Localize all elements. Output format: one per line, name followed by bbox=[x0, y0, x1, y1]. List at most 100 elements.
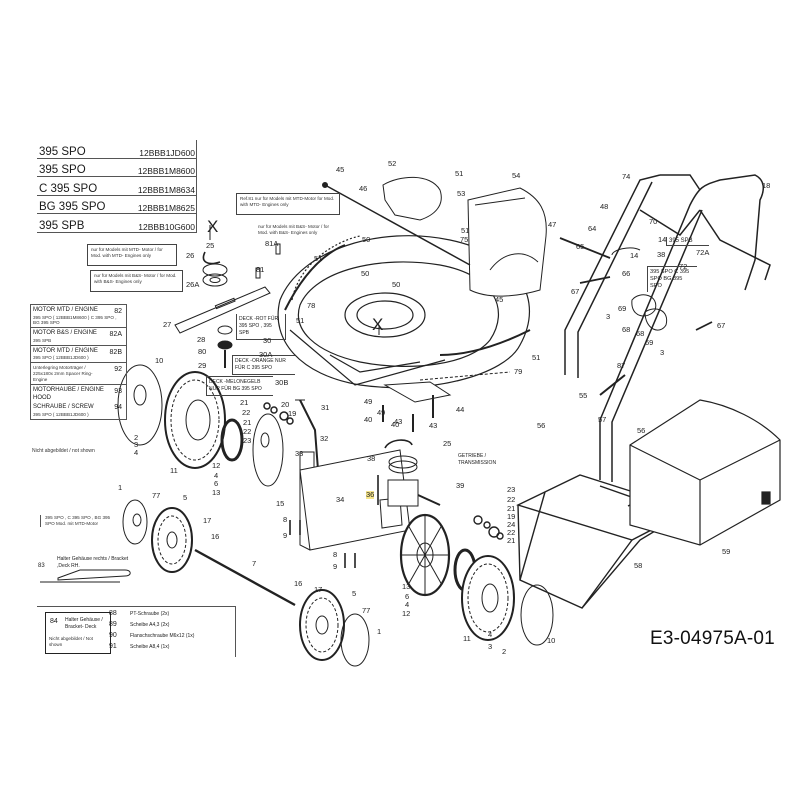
model-name: 395 SPO bbox=[39, 145, 86, 158]
part-callout-4d: 4 bbox=[488, 630, 493, 639]
part-callout-49b: 49 bbox=[377, 408, 386, 417]
part-callout-38a: 38 bbox=[367, 454, 376, 463]
part-callout-56a: 56 bbox=[537, 421, 546, 430]
part-callout-39: 39 bbox=[456, 481, 465, 490]
legend-row: MOTORHAUBE / ENGINE HOOD 93 SCHRAUBE / S… bbox=[31, 385, 126, 418]
engine-legend: MOTOR MTD / ENGINE 395 SPO ( 12BBB1M8600… bbox=[30, 304, 127, 420]
part-callout-21b: 21 bbox=[243, 418, 252, 427]
part-callout-65: 65 bbox=[576, 242, 585, 251]
part-callout-6a: 6 bbox=[214, 479, 219, 488]
part-callout-12b: 12 bbox=[402, 609, 411, 618]
model-row: C 395 SPO 12BBB1M8634 bbox=[37, 177, 197, 196]
part-callout-30: 30 bbox=[263, 336, 272, 345]
part-callout-30A: 30A bbox=[259, 350, 273, 359]
grass-bag bbox=[629, 399, 781, 546]
part-callout-59: 59 bbox=[722, 547, 731, 556]
drive-wheel-gear bbox=[399, 513, 451, 597]
hubcap-1b bbox=[340, 613, 370, 667]
part-callout-11b: 11 bbox=[463, 634, 471, 643]
model-code: 12BBB1M8634 bbox=[137, 184, 195, 195]
part-callout-38b: 38 bbox=[657, 250, 666, 259]
part-callout-51d: 51 bbox=[296, 316, 305, 325]
part-callout-3c: 3 bbox=[606, 312, 611, 321]
part-callout-18: 18 bbox=[762, 181, 771, 190]
legend-title: MOTORHAUBE / ENGINE HOOD bbox=[33, 387, 104, 401]
part-callout-14a: 14 bbox=[658, 235, 667, 244]
hardware-label: Scheibe A4,3 (2x) bbox=[130, 622, 170, 628]
part-callout-32: 32 bbox=[320, 434, 329, 443]
hardware-label: Scheibe A8,4 (1x) bbox=[130, 644, 170, 650]
part-callout-52: 52 bbox=[388, 159, 397, 168]
part-callout-46: 46 bbox=[359, 184, 368, 193]
part-callout-13b: 13 bbox=[402, 582, 411, 591]
legend-number: 93 bbox=[114, 388, 122, 396]
model-name: C 395 SPO bbox=[39, 182, 98, 195]
part-callout-51b: 51 bbox=[461, 226, 470, 235]
part-callout-78: 78 bbox=[307, 301, 316, 310]
legend-sub: 395 SPO ( 12BBB1JD600 ) bbox=[33, 411, 89, 417]
part-callout-1a: 1 bbox=[118, 483, 123, 492]
part-callout-11a: 11 bbox=[170, 466, 178, 475]
note-mtd-26: nur für Models mit MTD- Motor / for Mod.… bbox=[87, 244, 177, 266]
part-callout-87: 87 bbox=[617, 361, 626, 370]
part-callout-67a: 67 bbox=[571, 287, 580, 296]
part-callout-66: 66 bbox=[622, 269, 631, 278]
bracket-deck-number: 84 bbox=[50, 618, 58, 625]
part-callout-80: 80 bbox=[198, 347, 207, 356]
part-callout-54: 54 bbox=[512, 171, 521, 180]
model-row: 395 SPO 12BBB1M8600 bbox=[37, 159, 197, 177]
bracket-83-label: Halter Gehäuse rechts / Bracket ,Deck RH… bbox=[57, 556, 129, 569]
part-callout-6b: 6 bbox=[405, 592, 410, 601]
part-callout-10b: 10 bbox=[547, 636, 556, 645]
part-callout-3b: 3 bbox=[488, 642, 493, 651]
part-callout-21c: 21 bbox=[507, 504, 516, 513]
model-row: 395 SPB 12BBB10G600 bbox=[37, 214, 197, 233]
hardware-number: 90 bbox=[109, 632, 117, 639]
legend-number: 92 bbox=[114, 366, 122, 374]
note-ref81a: nur für Models mit B&S- Motor / for Mod.… bbox=[258, 224, 329, 236]
note-deck-rot: DECK -ROT FÜR 395 SPO , 395 SPB bbox=[236, 314, 286, 340]
part-callout-2b: 2 bbox=[502, 647, 507, 656]
note-getriebe: GETRIEBE / TRANSMISSION bbox=[458, 453, 497, 466]
part-callout-50a: 50 bbox=[362, 235, 371, 244]
legend-row: MOTOR MTD / ENGINE 395 SPO ( 12BBB1JD600… bbox=[31, 346, 126, 364]
model-row: BG 395 SPO 12BBB1M8625 bbox=[37, 196, 197, 214]
note-ref81: Ref.81 nur für Models mit MTD-Motor for … bbox=[236, 193, 340, 215]
legend-title: MOTOR MTD / ENGINE bbox=[33, 307, 98, 313]
part-callout-10a: 10 bbox=[155, 356, 164, 365]
part-callout-20: 20 bbox=[281, 400, 290, 409]
part-callout-25a: 25 bbox=[206, 241, 215, 250]
part-callout-4a: 4 bbox=[134, 448, 139, 457]
legend-sub: 395 SPO ( 12BBB1JD600 ) bbox=[33, 355, 89, 361]
part-callout-47: 47 bbox=[548, 220, 557, 229]
part-callout-48: 48 bbox=[600, 202, 609, 211]
hubcap-10 bbox=[117, 364, 163, 446]
part-callout-16b: 16 bbox=[294, 579, 303, 588]
part-callout-13a: 13 bbox=[212, 488, 221, 497]
part-callout-22a: 22 bbox=[242, 408, 251, 417]
legend-title: MOTOR MTD / ENGINE bbox=[33, 347, 98, 354]
part-callout-27: 27 bbox=[163, 320, 172, 329]
model-name: 395 SPO bbox=[39, 164, 86, 176]
part-callout-50c: 50 bbox=[392, 280, 401, 289]
blade-shape bbox=[174, 286, 271, 334]
legend-title: SCHRAUBE / SCREW bbox=[33, 404, 94, 411]
legend-title: MOTOR B&S / ENGINE bbox=[33, 330, 97, 337]
front-left-small-wheel bbox=[151, 507, 193, 573]
front-right-small-wheel bbox=[299, 589, 345, 661]
model-code: 12BBB1M8625 bbox=[137, 203, 195, 213]
part-callout-24: 24 bbox=[507, 520, 516, 529]
legend-sub: 395 SPB bbox=[33, 337, 52, 343]
part-callout-74: 74 bbox=[622, 172, 631, 181]
model-name: 395 SPB bbox=[39, 219, 85, 232]
part-callout-49a: 49 bbox=[364, 397, 373, 406]
part-callout-55: 55 bbox=[579, 391, 588, 400]
part-callout-22c: 22 bbox=[507, 495, 516, 504]
transmission-shape bbox=[384, 439, 441, 507]
rear-right-wheel bbox=[461, 555, 515, 641]
handle-assembly bbox=[564, 174, 771, 482]
part-callout-36: 36 bbox=[366, 490, 375, 499]
part-callout-44: 44 bbox=[456, 405, 465, 414]
bracket-83-number: 83 bbox=[38, 563, 45, 569]
